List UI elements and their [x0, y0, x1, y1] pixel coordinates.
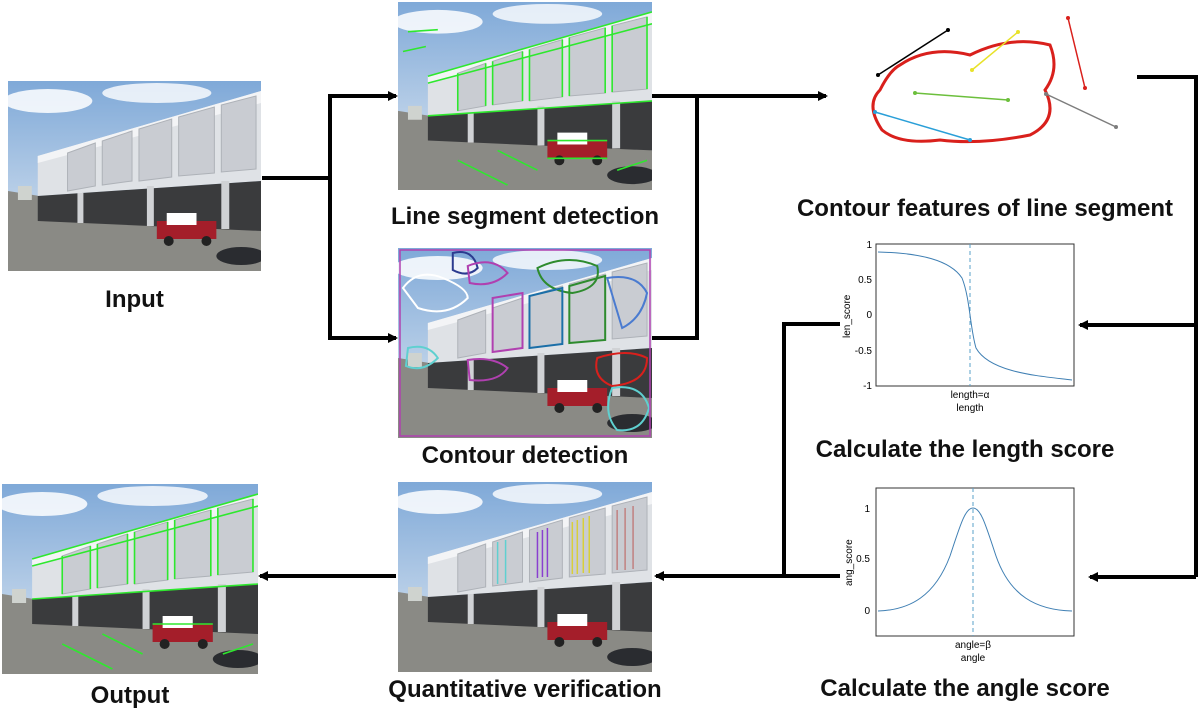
caption-line-segment-detection: Line segment detection — [390, 203, 660, 230]
arrow-to-line-detection — [328, 91, 398, 178]
angle-ytick-3: 0 — [864, 606, 870, 617]
arrow-merge-contour — [652, 96, 699, 340]
segment-black — [877, 29, 949, 76]
angle-xlabel: angle — [961, 653, 986, 664]
segment-red — [1067, 17, 1086, 89]
caption-length-score: Calculate the length score — [815, 436, 1115, 463]
output-photo — [2, 484, 258, 674]
length-score-plot: 1 0.5 0 -0.5 -1 len_score length=α lengt… — [840, 238, 1080, 418]
angle-marker-label: angle=β — [955, 640, 991, 651]
caption-output: Output — [90, 682, 170, 709]
contour-detection-photo — [398, 248, 652, 438]
segment-yellow — [971, 31, 1019, 71]
length-ytick-2: 0.5 — [858, 275, 872, 286]
length-ytick-3: 0 — [866, 310, 872, 321]
length-marker-label: length=α — [951, 390, 990, 401]
caption-contour-features: Contour features of line segment — [796, 195, 1174, 222]
angle-ylabel: ang_score — [844, 539, 855, 586]
line-detection-photo — [398, 2, 652, 190]
length-ytick-4: -0.5 — [855, 346, 873, 357]
caption-angle-score: Calculate the angle score — [820, 675, 1110, 702]
length-ylabel: len_score — [842, 294, 853, 338]
arrow-features-down — [1137, 75, 1198, 577]
angle-ytick-2: 0.5 — [856, 554, 870, 565]
contour-features-diagram — [860, 10, 1140, 160]
red-contour — [871, 40, 1056, 144]
length-ytick-1: 1 — [866, 240, 872, 251]
segment-blue — [874, 111, 971, 141]
arrow-to-contour-detection — [328, 178, 398, 343]
length-ytick-5: -1 — [863, 381, 872, 392]
quantitative-verification-photo — [398, 482, 652, 672]
caption-contour-detection: Contour detection — [421, 442, 629, 469]
angle-ytick-1: 1 — [864, 504, 870, 515]
angle-curve — [877, 507, 1073, 612]
length-xlabel: length — [956, 403, 983, 414]
caption-input: Input — [105, 286, 164, 313]
caption-quantitative-verification: Quantitative verification — [388, 676, 662, 703]
angle-score-plot: 1 0.5 0 ang_score angle=β angle — [840, 486, 1080, 666]
arrow-length-out — [782, 322, 840, 576]
input-photo — [8, 81, 261, 271]
length-curve — [877, 251, 1073, 381]
segment-green — [914, 92, 1009, 101]
segment-gray — [1045, 93, 1117, 128]
